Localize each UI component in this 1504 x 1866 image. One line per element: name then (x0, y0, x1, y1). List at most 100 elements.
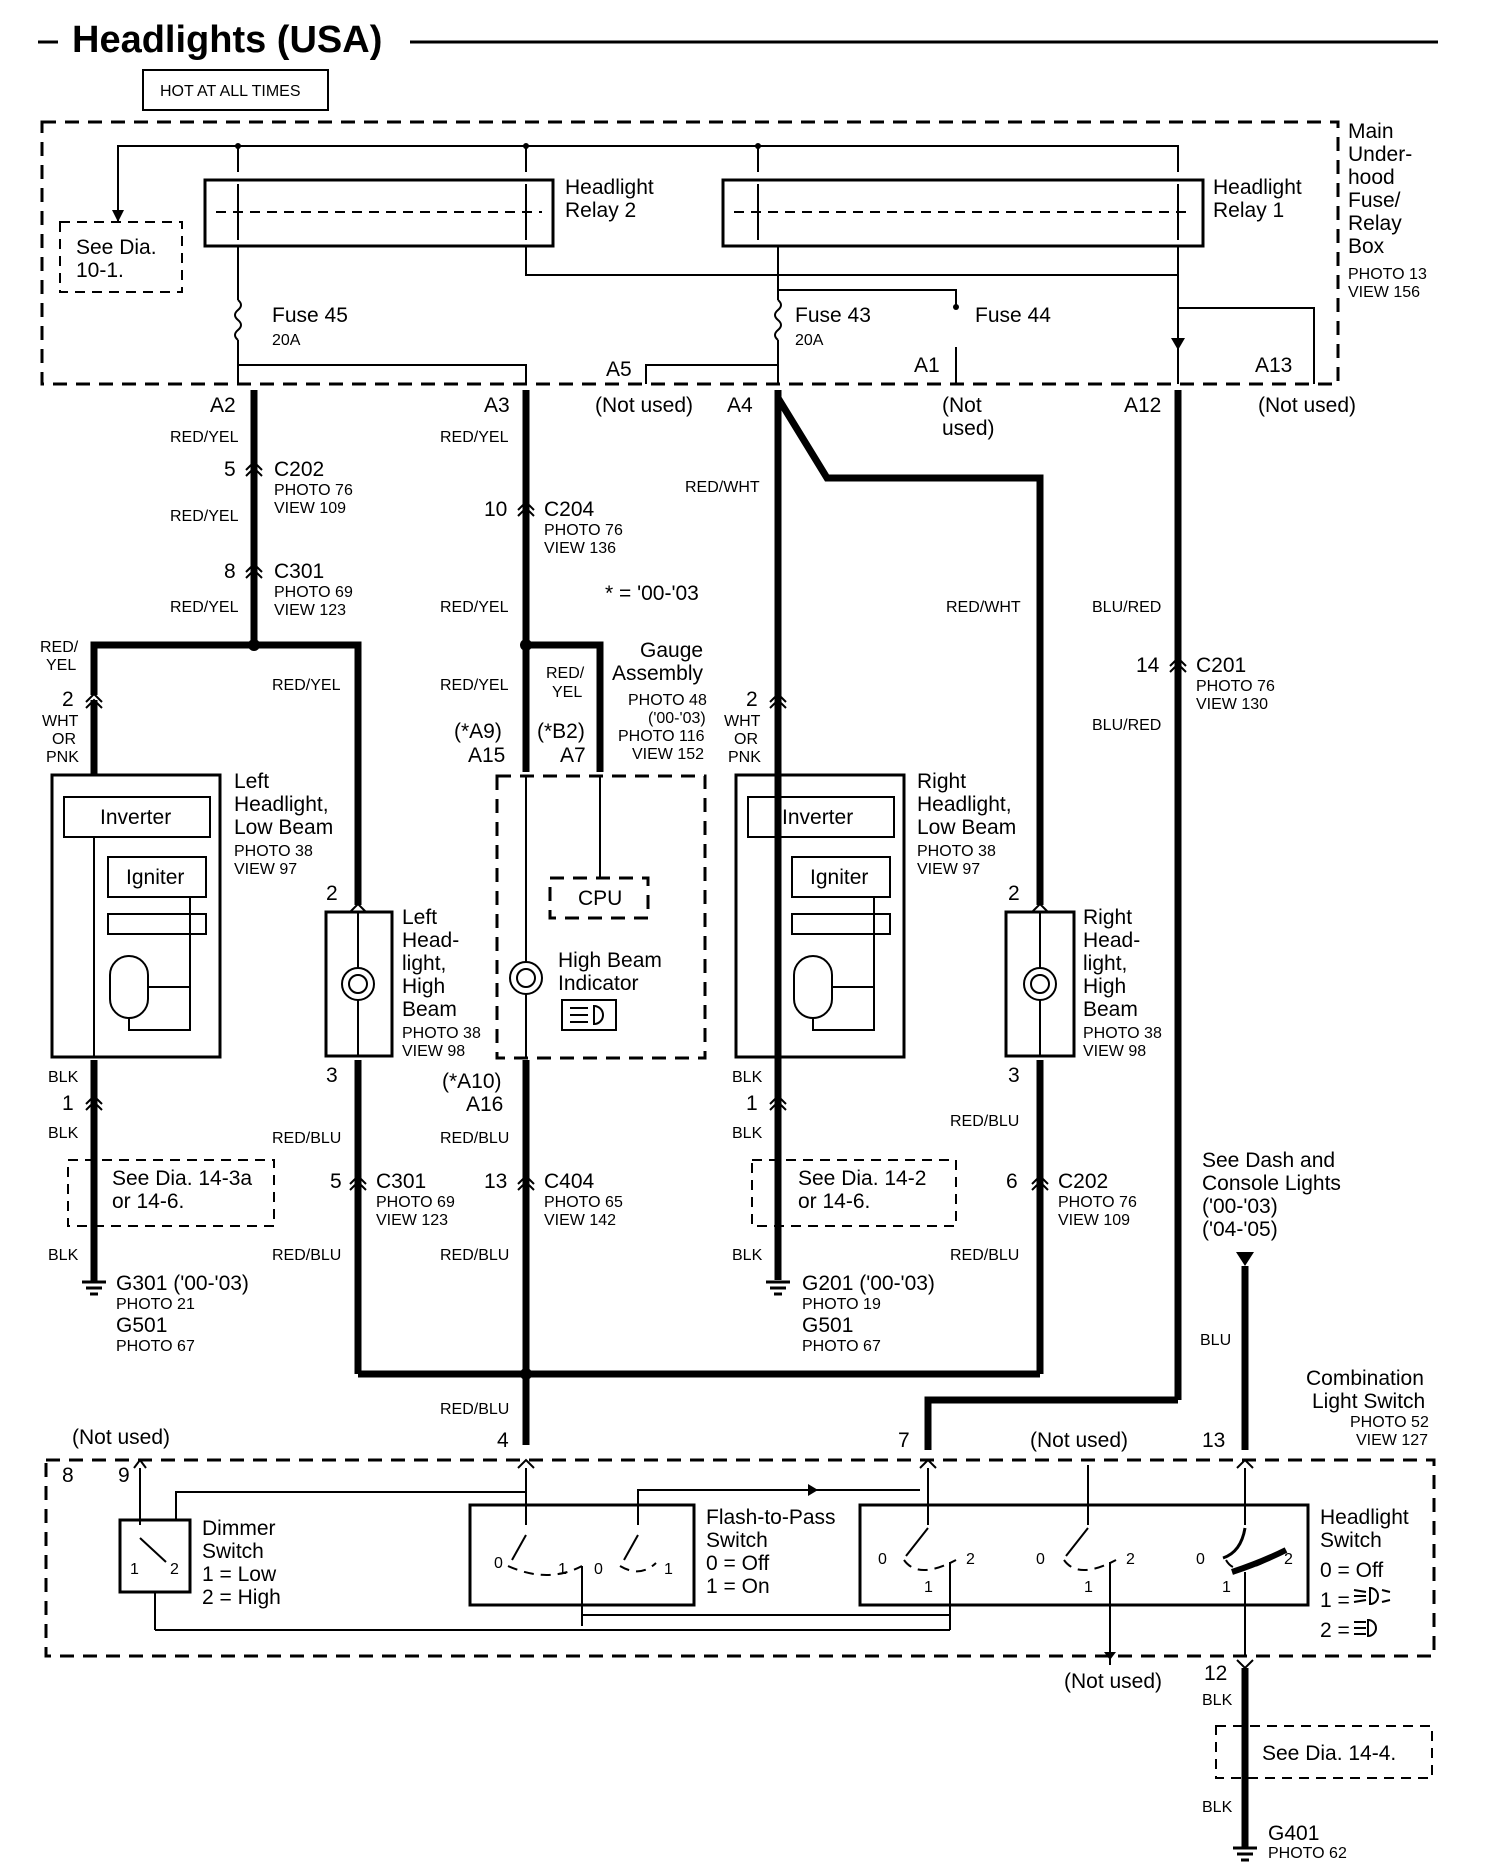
cpu-label: CPU (578, 887, 622, 910)
right-low-name-2: Headlight, (917, 793, 1012, 816)
dimmer-pos-2: 2 (170, 1561, 179, 1578)
hot-at-all-times-box (142, 69, 329, 111)
dimmer-label-4: 2 = High (202, 1586, 281, 1609)
relay-2-label-1: Headlight (565, 176, 654, 199)
connector-c204-symbol (517, 500, 535, 517)
right-high-view: VIEW 98 (1083, 1043, 1146, 1060)
note-star: * = '00-'03 (605, 582, 699, 605)
see-dia-arrow (112, 210, 124, 222)
fuse-box-name-3: hood (1348, 166, 1395, 189)
wire-label-blk-3: BLK (48, 1125, 79, 1142)
fuse-box-name-6: Box (1348, 235, 1385, 258)
not-used-bottom: (Not used) (1064, 1670, 1162, 1693)
wire-label-blu-red-2: BLU/RED (1092, 717, 1161, 734)
left-low-name-1: Left (234, 770, 269, 793)
gauge-pin-a9: (*A9) (454, 720, 502, 743)
page-title: Headlights (USA) (72, 19, 382, 61)
c204-view: VIEW 136 (544, 540, 616, 557)
c202-view: VIEW 109 (274, 500, 346, 517)
terminal-a3: A3 (484, 394, 510, 417)
fuse-43 (774, 299, 782, 341)
c301-photo: PHOTO 69 (274, 584, 353, 601)
wire-label-blk-8: BLK (1202, 1799, 1233, 1816)
right-low-photo: PHOTO 38 (917, 843, 996, 860)
wire-label-red-yel-3: RED/YEL (170, 508, 239, 525)
right-high-pin-top: 2 (1008, 882, 1020, 905)
fuse-box-view: VIEW 156 (1348, 284, 1420, 301)
c301b-view: VIEW 123 (376, 1212, 448, 1229)
terminal-a4: A4 (727, 394, 753, 417)
combo-switch-name-2: Light Switch (1312, 1390, 1425, 1413)
flash-to-pass-switch[interactable] (468, 1468, 920, 1626)
g301-photo: PHOTO 21 (116, 1296, 195, 1313)
relay-1-label-1: Headlight (1213, 176, 1302, 199)
wire-gauge-a7 (526, 641, 604, 772)
switch-pin-13: 13 (1202, 1429, 1225, 1452)
dimmer-label-3: 1 = Low (202, 1563, 277, 1586)
flash-pos-0a: 0 (494, 1555, 503, 1572)
terminal-a5: A5 (606, 358, 632, 381)
wire-label-red-blu-4: RED/BLU (272, 1247, 341, 1264)
left-low-view: VIEW 97 (234, 861, 297, 878)
c202b-photo: PHOTO 76 (1058, 1194, 1137, 1211)
right-igniter: Igniter (810, 866, 868, 889)
wire-label-red-yel-4: RED/YEL (170, 599, 239, 616)
left-high-name-5: Beam (402, 998, 457, 1021)
left-high-pin-bottom: 3 (326, 1064, 338, 1087)
fuse-box-name-2: Under- (1348, 143, 1412, 166)
relay-1-label-2: Relay 1 (1213, 199, 1284, 222)
terminal-a13: A13 (1255, 354, 1292, 377)
fuse-box-photo: PHOTO 13 (1348, 266, 1427, 283)
left-high-beam-headlight (324, 910, 394, 1058)
connector-c201-symbol (1169, 656, 1187, 673)
gauge-pin-a15: A15 (468, 744, 505, 767)
see-dash-3: ('00-'03) (1202, 1195, 1278, 1218)
left-low-beam-headlight: Inverter Igniter (50, 773, 222, 1059)
right-low-beam-headlight: Inverter Igniter (734, 773, 906, 1059)
wire-label-red-blu-1: RED/BLU (272, 1130, 341, 1147)
right-high-photo: PHOTO 38 (1083, 1025, 1162, 1042)
switch-pin-12: 12 (1204, 1662, 1227, 1685)
hs-label-2: Switch (1320, 1529, 1382, 1552)
c202b-view: VIEW 109 (1058, 1212, 1130, 1229)
wire-label-blk-5: BLK (48, 1247, 79, 1264)
g501a-photo: PHOTO 67 (116, 1338, 195, 1355)
dimmer-switch[interactable] (118, 1468, 526, 1630)
g501b-label: G501 (802, 1314, 853, 1337)
fuse-45-amp: 20A (272, 332, 301, 349)
left-high-photo: PHOTO 38 (402, 1025, 481, 1042)
wire-red-wht-branch (775, 396, 1044, 905)
high-beam-indicator-icon (561, 999, 617, 1031)
dimmer-label-1: Dimmer (202, 1517, 276, 1540)
see-dash-2: Console Lights (1202, 1172, 1341, 1195)
fuse-box-name-4: Fuse/ (1348, 189, 1401, 212)
left-high-pin-top: 2 (326, 882, 338, 905)
wire-label-red-slash-l: RED/ (40, 639, 79, 656)
see-dia-10-1-box (59, 221, 183, 293)
wire-label-red-wht-1: RED/WHT (685, 479, 760, 496)
wire-label-yel-m: YEL (552, 684, 582, 701)
c404-view: VIEW 142 (544, 1212, 616, 1229)
flash-label-3: 0 = Off (706, 1552, 769, 1575)
indicator-label-1: High Beam (558, 949, 662, 972)
c404-photo: PHOTO 65 (544, 1194, 623, 1211)
see-dia-14-4-box (1215, 1725, 1433, 1779)
right-high-beam-headlight (1004, 910, 1076, 1058)
wire-label-pnk-l: PNK (46, 749, 79, 766)
headlight-switch[interactable] (858, 1465, 1310, 1655)
wire-label-yel-l: YEL (46, 657, 76, 674)
c301b-photo: PHOTO 69 (376, 1194, 455, 1211)
wire-blu-red-to-switch (924, 1396, 1178, 1450)
flash-label-1: Flash-to-Pass (706, 1506, 836, 1529)
see-dia-14-3a-box (67, 1159, 275, 1227)
see-dia-14-2-box (751, 1159, 957, 1227)
wire-label-wht-r: WHT (724, 713, 761, 730)
see-dia-right-1: See Dia. 14-2 (798, 1167, 926, 1190)
wire-left-split (90, 641, 362, 905)
flash-pos-1a: 1 (558, 1561, 567, 1578)
terminal-a1-note-2: used) (942, 417, 995, 440)
ground-g201-icon (766, 1280, 790, 1296)
indicator-label-2: Indicator (558, 972, 639, 995)
combo-switch-photo: PHOTO 52 (1350, 1414, 1429, 1431)
terminal-a1-note-1: (Not (942, 394, 982, 417)
